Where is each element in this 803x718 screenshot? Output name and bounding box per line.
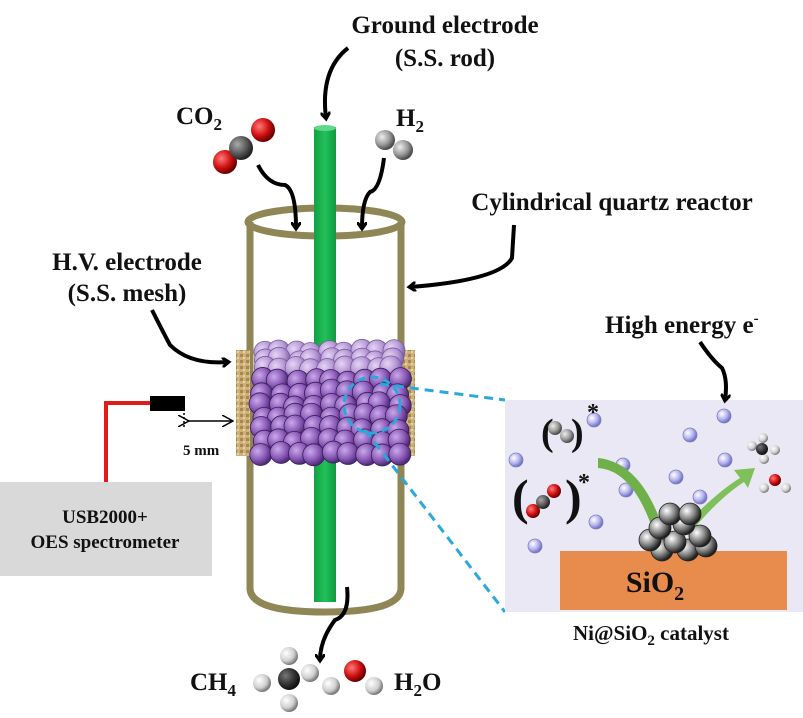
electron (527, 538, 543, 554)
arrow-h2 (362, 157, 386, 228)
label-spectrometer-2: OES spectrometer (31, 532, 181, 553)
arrow-reactor (410, 224, 516, 287)
arrow-ground (325, 46, 350, 118)
electrons-group (508, 408, 733, 554)
electron (668, 469, 684, 485)
ni-atom (663, 530, 687, 554)
electron (588, 514, 604, 530)
label-ground-electrode-2: (S.S. rod) (395, 45, 495, 72)
rod-top (314, 125, 336, 131)
arrow-co2 (256, 164, 296, 228)
packing-bead (249, 443, 273, 466)
label-h2o: H2O (394, 669, 441, 700)
bracket-h2: ( (541, 412, 554, 454)
electron (586, 412, 602, 428)
electron (692, 489, 708, 505)
packing-bead (388, 442, 412, 466)
bracket-co2: ( (512, 469, 529, 525)
label-catalyst: Ni@SiO2 catalyst (573, 621, 729, 649)
optical-fiber (104, 401, 152, 482)
green-arrow-in (598, 458, 660, 522)
electron (508, 452, 524, 468)
catalyst-packing (248, 338, 412, 467)
label-gap: 5 mm (183, 443, 220, 459)
label-spectrometer: USB2000+ (62, 507, 148, 528)
h2o-molecule (322, 660, 383, 695)
electron (717, 452, 733, 468)
zoom-line-top (379, 382, 506, 402)
h2-excited-atom-2 (560, 429, 574, 443)
excited-mark-h2: * (587, 400, 599, 426)
electron (618, 482, 634, 498)
label-ch4: CH4 (190, 669, 237, 700)
h2-molecule (375, 130, 413, 160)
ni-atom (658, 502, 682, 526)
excited-mark-co2: * (578, 470, 590, 496)
label-reactor: Cylindrical quartz reactor (471, 189, 752, 216)
zoom-circle (342, 375, 402, 435)
spectrometer-box (0, 482, 212, 576)
ni-cluster (638, 502, 718, 562)
electron (682, 427, 698, 443)
sio2-label: SiO2 (626, 566, 684, 605)
ch4-molecule (253, 647, 319, 712)
co2-excited-c (536, 495, 550, 509)
arrow-electron (698, 340, 726, 400)
inset-h2o (759, 474, 791, 493)
co2-excited-o1 (526, 504, 540, 518)
packing-bead (302, 443, 326, 467)
label-co2: CO2 (176, 103, 222, 134)
ni-atom (678, 502, 702, 526)
electron (716, 408, 732, 424)
oes-probe (150, 396, 185, 411)
sio2-support (560, 551, 787, 610)
co2-excited-o2 (547, 484, 561, 498)
co2-molecule (213, 118, 275, 174)
label-hv-electrode-2: (S.S. mesh) (68, 280, 187, 307)
green-arrow-out (690, 468, 755, 526)
hv-mesh-left (236, 350, 250, 456)
h2-excited-atom-1 (548, 421, 562, 435)
reactor-bottom (246, 587, 405, 616)
label-h2: H2 (396, 105, 424, 136)
label-high-energy-electron: High energy e- (605, 311, 759, 339)
ni-atom (688, 524, 712, 548)
label-hv-electrode: H.V. electrode (52, 249, 202, 276)
arrow-products (320, 586, 350, 660)
label-ground-electrode: Ground electrode (351, 12, 538, 39)
inset-ch4 (747, 433, 780, 464)
bracket-co2-close: ) (565, 469, 582, 525)
arrow-hv (150, 309, 228, 362)
zoom-line-bottom (363, 429, 507, 613)
bracket-h2-close: ) (571, 412, 584, 454)
